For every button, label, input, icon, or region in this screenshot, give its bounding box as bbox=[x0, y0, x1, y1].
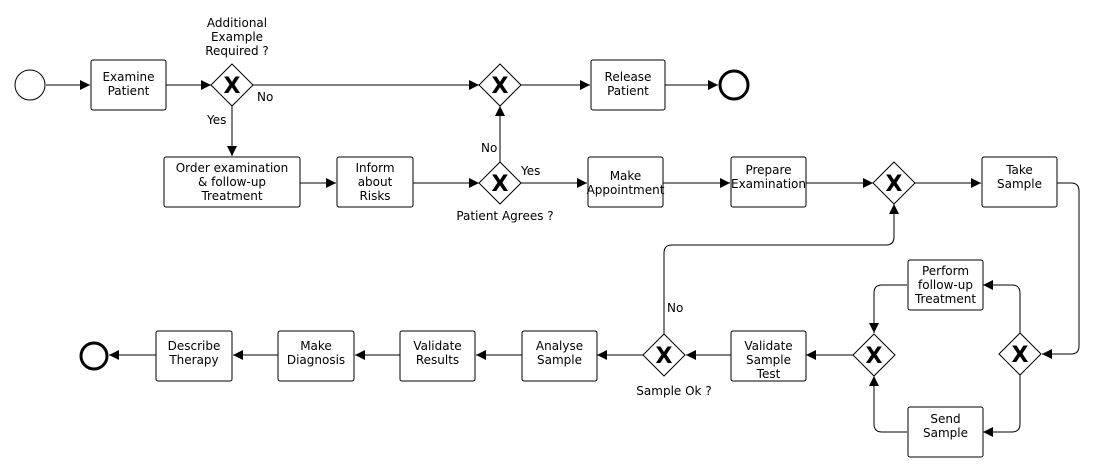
exclusive-gateway-marker: X bbox=[886, 172, 903, 197]
task-make-appointment: Make Appointment bbox=[587, 156, 665, 208]
task-label: Prepare bbox=[745, 163, 791, 177]
task-label: Perform bbox=[922, 264, 969, 278]
task-label: Release bbox=[605, 70, 652, 84]
task-label: Appointment bbox=[587, 183, 665, 197]
task-label: Validate bbox=[744, 339, 792, 353]
task-label: Sample bbox=[923, 426, 968, 440]
task-inform-about-risks: Inform about Risks bbox=[336, 156, 414, 208]
task-label: Test bbox=[756, 367, 781, 381]
gateway-split-sample: X bbox=[998, 332, 1042, 376]
end-event-release bbox=[718, 69, 750, 101]
gateway-patient-agrees: X bbox=[478, 161, 522, 205]
task-label: Risks bbox=[359, 189, 390, 203]
exclusive-gateway-marker: X bbox=[492, 74, 509, 99]
exclusive-gateway-marker: X bbox=[656, 344, 673, 369]
task-label: about bbox=[358, 175, 393, 189]
gateway-label: Sample Ok ? bbox=[636, 384, 711, 398]
flow-take-gw5 bbox=[1042, 182, 1080, 359]
task-label: Diagnosis bbox=[287, 353, 345, 367]
task-label: Sample bbox=[997, 177, 1042, 191]
exclusive-gateway-marker: X bbox=[492, 172, 509, 197]
task-label: Examination bbox=[731, 177, 806, 191]
task-release-patient: Release Patient bbox=[590, 59, 666, 111]
task-validate-results: Validate Results bbox=[399, 330, 476, 382]
exclusive-gateway-marker: X bbox=[1012, 343, 1029, 368]
task-label: Results bbox=[416, 353, 459, 367]
flow-label-yes: Yes bbox=[206, 113, 226, 127]
task-label: Treatment bbox=[914, 292, 976, 306]
flow-label-no: No bbox=[257, 90, 273, 104]
flow-gw7-no bbox=[663, 204, 899, 334]
exclusive-gateway-marker: X bbox=[224, 74, 241, 99]
task-label: Sample bbox=[537, 353, 582, 367]
gateway-merge-release: X bbox=[478, 63, 522, 107]
task-label: Sample bbox=[746, 353, 791, 367]
gateway-label: Additional bbox=[207, 16, 267, 30]
gateway-merge-take-sample: X bbox=[872, 161, 916, 205]
task-make-diagnosis: Make Diagnosis bbox=[277, 330, 355, 382]
task-send-sample: Send Sample bbox=[907, 406, 984, 458]
task-label: Therapy bbox=[168, 353, 218, 367]
gateway-label: Required ? bbox=[205, 44, 269, 58]
task-take-sample: Take Sample bbox=[981, 156, 1058, 208]
task-analyse-sample: Analyse Sample bbox=[521, 330, 598, 382]
task-label: & follow-up bbox=[198, 175, 266, 189]
end-event-therapy bbox=[79, 341, 109, 371]
sequence-flows bbox=[46, 80, 1080, 437]
task-label: Describe bbox=[168, 339, 221, 353]
task-label: Treatment bbox=[200, 189, 262, 203]
task-describe-therapy: Describe Therapy bbox=[155, 330, 233, 382]
task-prepare-examination: Prepare Examination bbox=[730, 156, 807, 208]
start-event bbox=[14, 69, 46, 101]
task-examine-patient: Examine Patient bbox=[90, 59, 167, 111]
task-label: Make bbox=[300, 339, 332, 353]
gateway-label: Patient Agrees ? bbox=[456, 209, 553, 223]
task-label: follow-up bbox=[918, 278, 973, 292]
gateway-sample-ok: X bbox=[642, 333, 686, 377]
task-label: Make bbox=[610, 169, 642, 183]
task-label: Order examination bbox=[176, 161, 289, 175]
task-label: Analyse bbox=[536, 339, 583, 353]
task-label: Examine bbox=[102, 70, 154, 84]
gateway-additional-example: X bbox=[210, 63, 254, 107]
flow-label-no: No bbox=[481, 141, 497, 155]
flow-gw5-send bbox=[983, 375, 1021, 437]
task-label: Take bbox=[1005, 163, 1033, 177]
task-perform-followup: Perform follow-up Treatment bbox=[907, 259, 984, 311]
task-label: Validate bbox=[413, 339, 461, 353]
flow-gw5-perform bbox=[983, 280, 1021, 333]
task-label: Patient bbox=[108, 84, 150, 98]
flow-send-gw6 bbox=[869, 376, 907, 433]
task-label: Inform bbox=[355, 161, 394, 175]
task-validate-sample-test: Validate Sample Test bbox=[730, 330, 807, 382]
gateway-merge-validate: X bbox=[852, 333, 896, 377]
flow-label-no: No bbox=[667, 301, 683, 315]
gateway-label: Example bbox=[211, 30, 263, 44]
task-order-examination: Order examination & follow-up Treatment bbox=[163, 156, 301, 208]
flow-label-yes: Yes bbox=[520, 164, 540, 178]
task-label: Send bbox=[930, 412, 960, 426]
exclusive-gateway-marker: X bbox=[866, 344, 883, 369]
flow-perform-gw6 bbox=[869, 284, 907, 333]
task-label: Patient bbox=[607, 84, 649, 98]
